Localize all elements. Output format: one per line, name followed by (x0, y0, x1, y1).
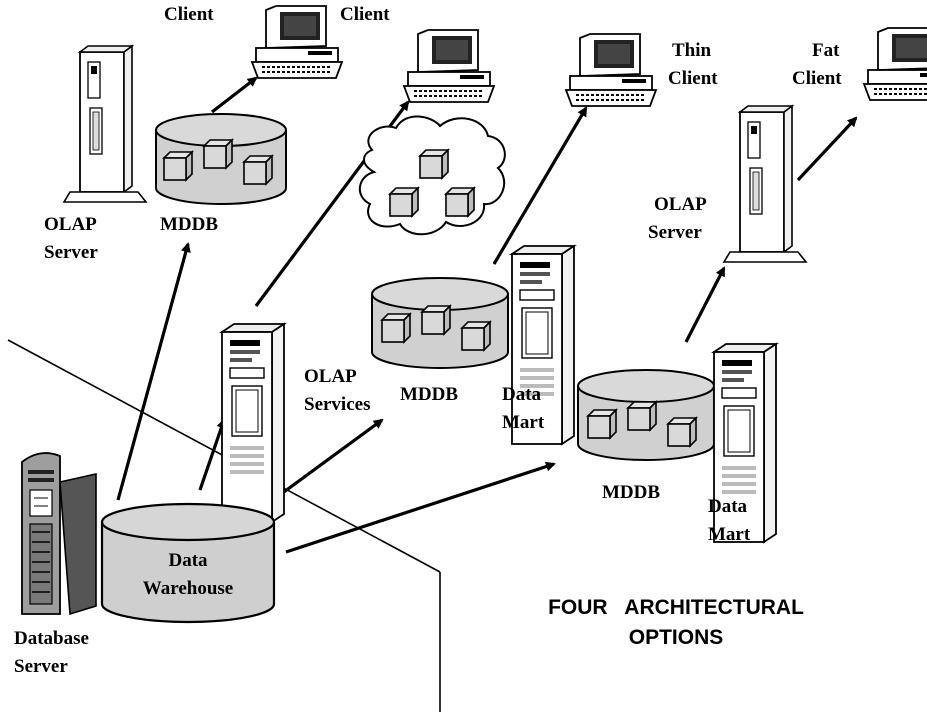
fat-client-label-line1: Fat (812, 40, 840, 61)
mddb-middle-cylinder-icon (371, 277, 509, 369)
data-warehouse-cylinder-icon (100, 502, 276, 624)
olap-server-left-label-line2: Server (44, 242, 98, 263)
data-mart-right-label-line1: Data (708, 496, 748, 517)
olap-services-server-icon (221, 323, 285, 523)
mddb-top-cylinder-icon (155, 113, 287, 205)
olap-server-left-icon (63, 45, 147, 203)
caption-line2: OPTIONS (629, 626, 724, 649)
olap-server-left-label-line1: OLAP (44, 214, 97, 235)
mddb-right-cylinder-icon (577, 369, 715, 461)
client-computer-icon-2 (403, 29, 495, 103)
thin-client-label-line1: Thin (672, 40, 712, 61)
thin-client-computer-icon (565, 33, 657, 107)
olap-services-label-line1: OLAP (304, 366, 357, 387)
cloud-icon (359, 115, 506, 236)
fat-client-computer-icon (863, 27, 927, 101)
client-label-1: Client (164, 4, 214, 25)
data-warehouse-label-line1: Data (168, 550, 208, 571)
data-mart-middle-label-line2: Mart (502, 412, 545, 433)
arrow-data-mart-to-olap-server (684, 266, 726, 343)
arrow-warehouse-to-olap-services (198, 418, 227, 491)
mddb-right-label: MDDB (602, 482, 660, 503)
caption-line1: FOUR ARCHITECTURAL (548, 596, 804, 619)
data-mart-middle-label-line1: Data (502, 384, 542, 405)
olap-server-right-label-line1: OLAP (654, 194, 707, 215)
database-server-icon (21, 452, 97, 616)
arrow-data-mart-to-thin-client (492, 106, 588, 265)
fat-client-label-line2: Client (792, 68, 842, 89)
olap-services-label-line2: Services (304, 394, 370, 415)
client-computer-icon-1 (251, 5, 343, 79)
arrow-warehouse-to-mddb-top (116, 242, 191, 501)
mddb-top-label: MDDB (160, 214, 218, 235)
client-label-2: Client (340, 4, 390, 25)
arrow-mddb-to-client1 (211, 76, 258, 114)
arrow-olap-server-to-fat-client (796, 116, 858, 182)
arrow-warehouse-to-mddb-right (285, 461, 556, 554)
olap-server-right-icon (723, 105, 807, 263)
mddb-middle-label: MDDB (400, 384, 458, 405)
data-warehouse-label-line2: Warehouse (143, 578, 233, 599)
olap-server-right-label-line2: Server (648, 222, 702, 243)
data-mart-right-label-line2: Mart (708, 524, 751, 545)
thin-client-label-line2: Client (668, 68, 718, 89)
database-server-label-line1: Database (14, 628, 89, 649)
database-server-label-line2: Server (14, 656, 68, 677)
